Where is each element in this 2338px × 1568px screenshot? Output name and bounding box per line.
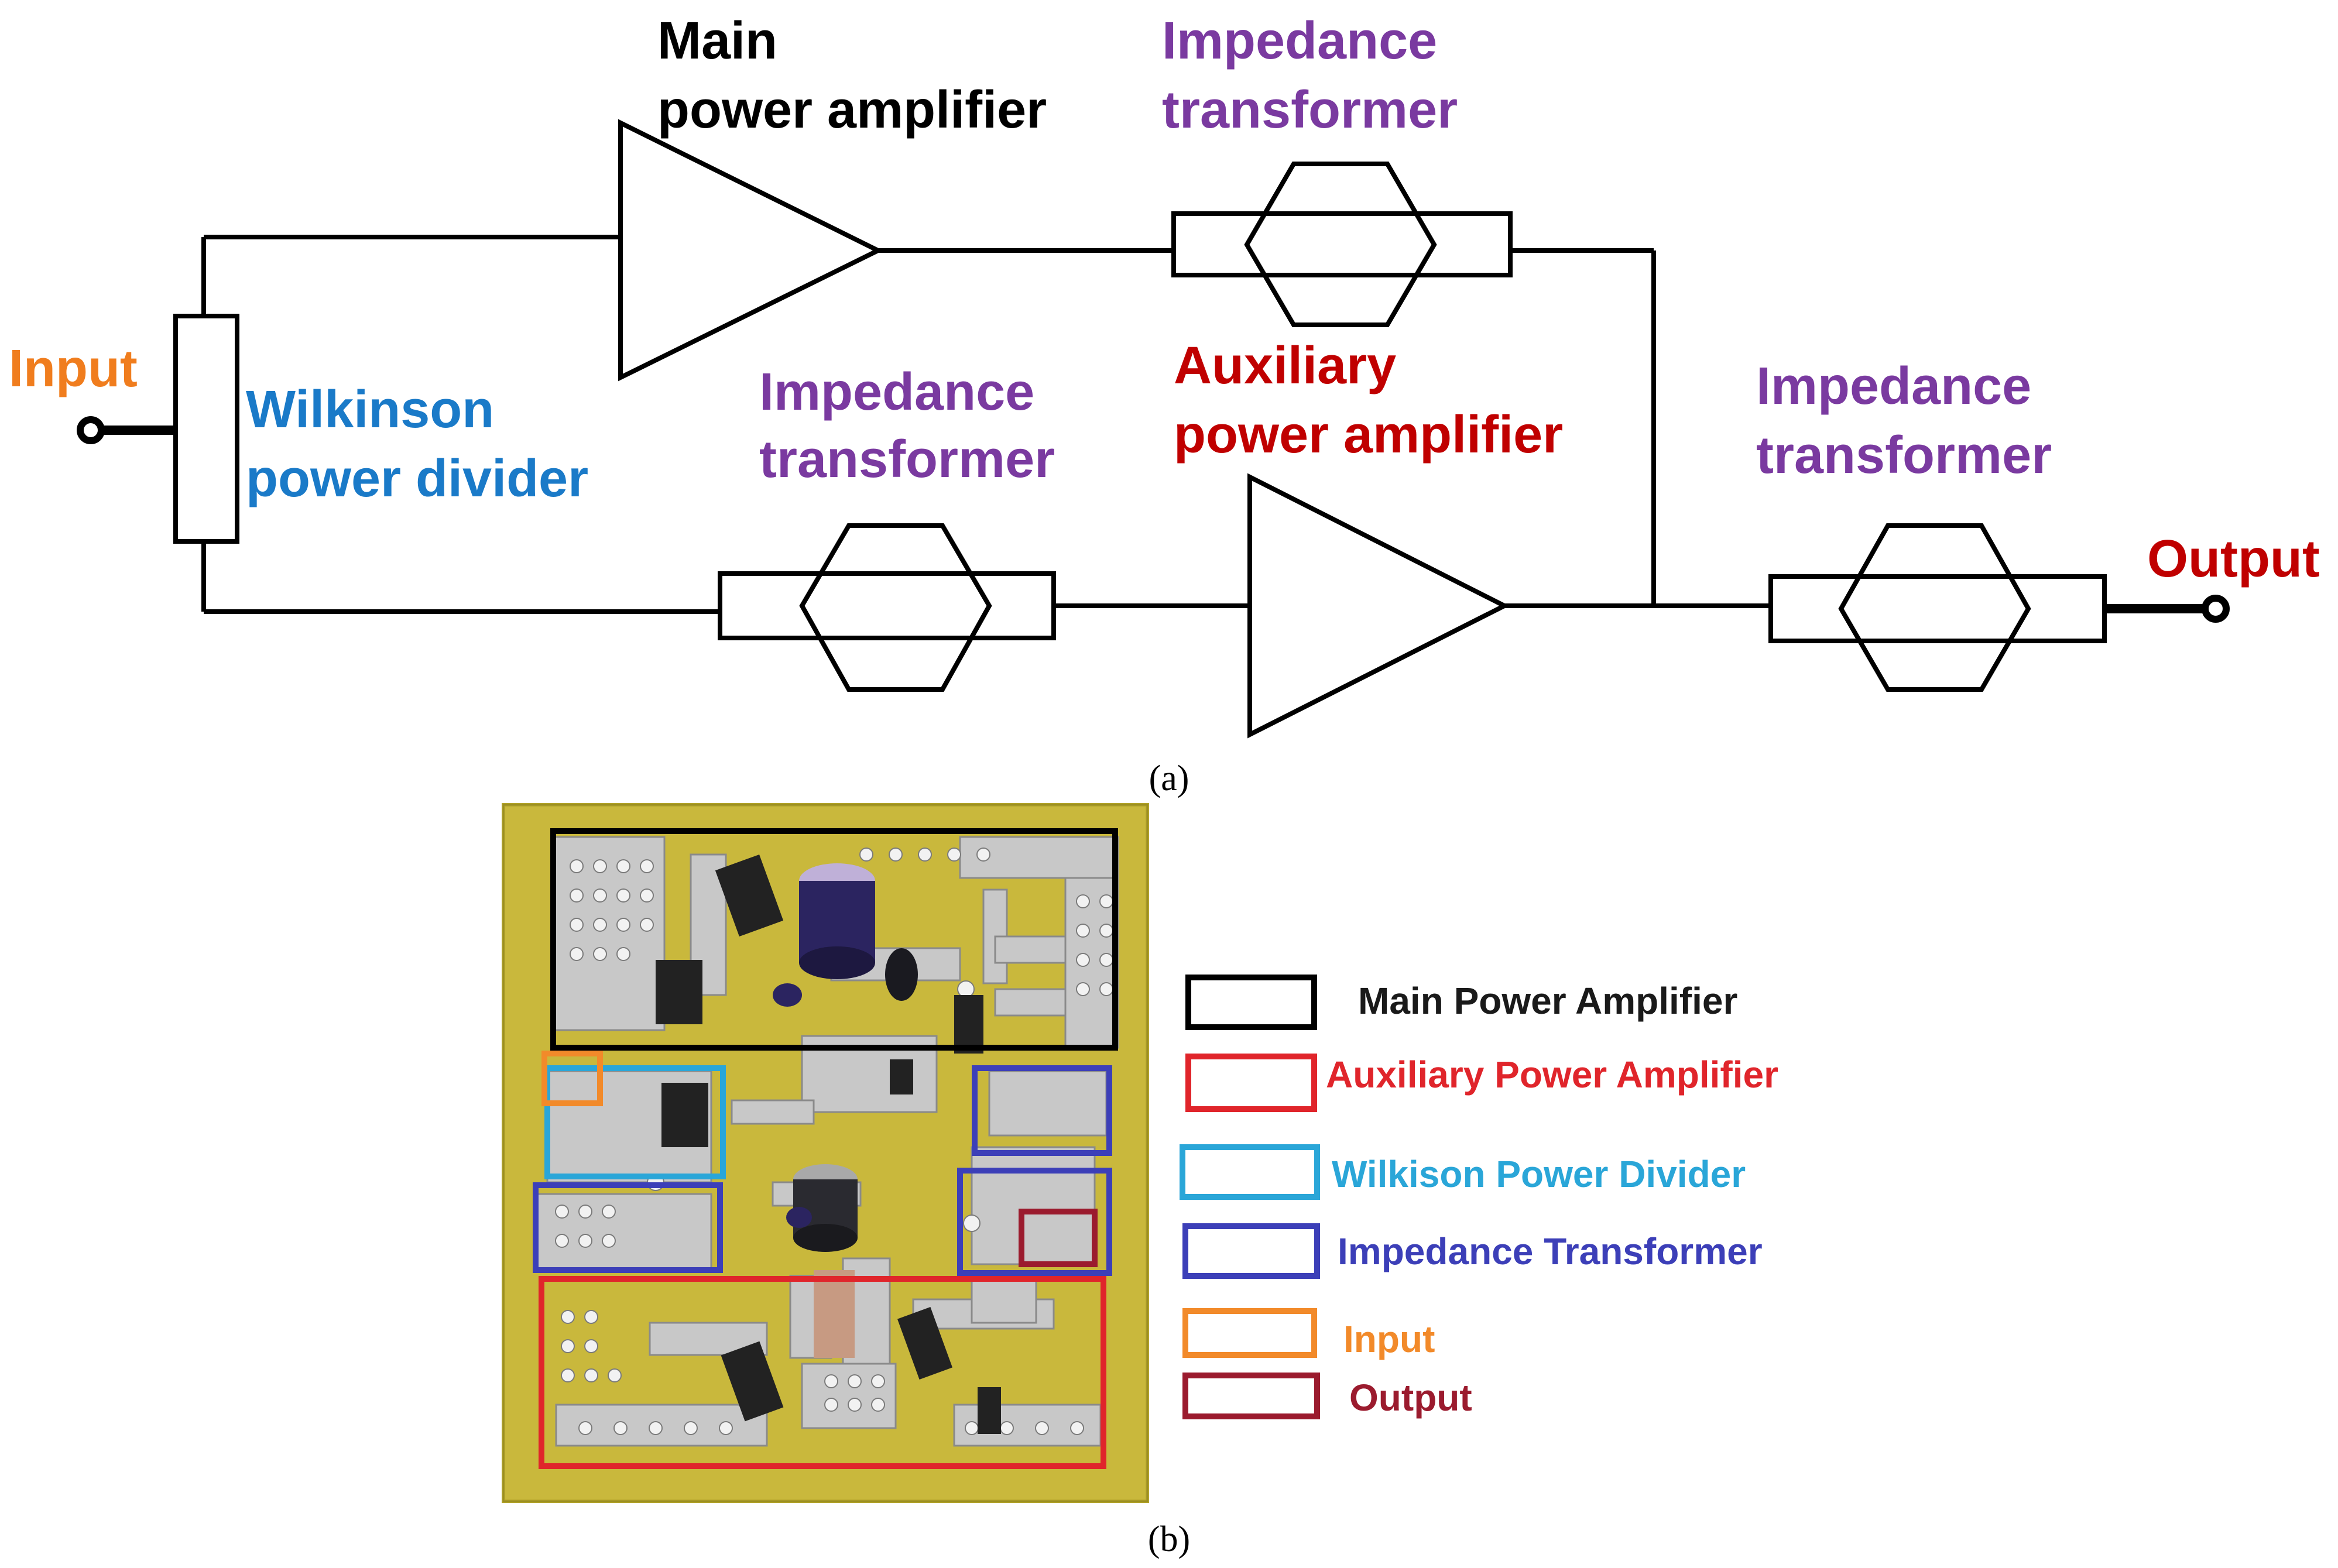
wilkinson-box xyxy=(544,1065,726,1179)
imp-mid-label-1: Impedance xyxy=(759,363,1034,421)
imp-top-label-1: Impedance xyxy=(1162,12,1437,70)
main-pa-label-2: power amplifier xyxy=(657,81,1047,139)
imp-box-right-bottom xyxy=(957,1168,1112,1276)
aux-pa-box xyxy=(539,1276,1106,1469)
imp-box-left xyxy=(533,1182,723,1273)
wilkinson-divider-block xyxy=(173,314,239,544)
pcb-highlight-boxes xyxy=(533,828,1118,1469)
legend-aux: Auxiliary Power Amplifier xyxy=(1326,1054,1778,1096)
wilkinson-label-1: Wilkinson xyxy=(246,380,494,439)
imp-out-label-1: Impedance xyxy=(1756,357,2031,416)
imp-out-label-2: transformer xyxy=(1756,426,2052,485)
impedance-transformer-top xyxy=(1171,162,1513,327)
pcb-vias xyxy=(555,848,1113,1435)
wilkinson-label-2: power divider xyxy=(246,450,588,508)
pcb-components xyxy=(656,854,1001,1434)
output-label: Output xyxy=(2147,530,2320,588)
input-box xyxy=(541,1051,603,1106)
main-pa-box xyxy=(550,828,1118,1051)
input-terminal xyxy=(77,416,105,444)
legend-wilkinson: Wilkison Power Divider xyxy=(1332,1153,1746,1195)
output-box xyxy=(1019,1209,1098,1267)
imp-box-right-top xyxy=(972,1065,1112,1156)
pcb-photo: Main Power Amplifier Auxiliary Power Amp… xyxy=(502,803,1778,1559)
legend-main: Main Power Amplifier xyxy=(1358,980,1737,1022)
pcb-legend: Main Power Amplifier Auxiliary Power Amp… xyxy=(1180,975,1778,1419)
aux-amplifier-symbol xyxy=(1247,473,1510,739)
schematic: Input Output Wilkinson power divider Mai… xyxy=(9,12,2320,798)
aux-pa-label-1: Auxiliary xyxy=(1174,337,1396,395)
main-amplifier-symbol xyxy=(618,119,884,382)
aux-pa-label-2: power amplifier xyxy=(1174,406,1563,464)
legend-impedance: Impedance Transformer xyxy=(1338,1230,1763,1272)
wires xyxy=(94,235,2210,614)
caption-b: (b) xyxy=(1148,1519,1190,1559)
imp-mid-label-2: transformer xyxy=(759,430,1055,489)
legend-output: Output xyxy=(1349,1377,1472,1419)
output-terminal xyxy=(2202,595,2230,623)
caption-a: (a) xyxy=(1149,759,1189,798)
input-label: Input xyxy=(9,339,138,398)
impedance-transformer-mid xyxy=(718,523,1056,692)
impedance-transformer-out xyxy=(1768,523,2107,692)
legend-input: Input xyxy=(1343,1318,1435,1360)
main-pa-label-1: Main xyxy=(657,12,777,70)
imp-top-label-2: transformer xyxy=(1162,81,1458,139)
